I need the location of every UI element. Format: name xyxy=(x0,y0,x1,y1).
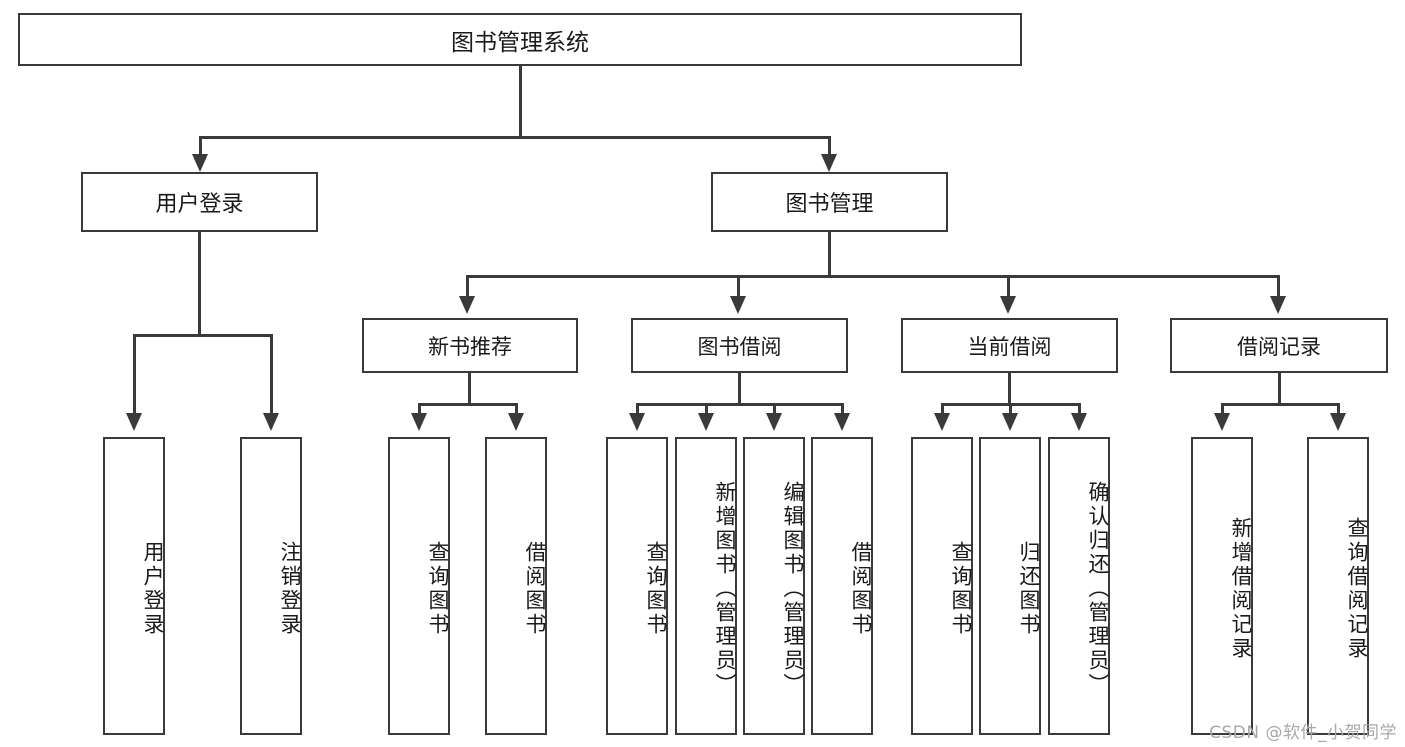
node-label: 注销登录 xyxy=(278,541,302,637)
arrow-to-leaf-bb-borrow-book xyxy=(834,413,850,431)
arrow-root-to-book-management xyxy=(821,154,837,172)
node-label: 查询图书 xyxy=(426,541,450,637)
edge-root-stem xyxy=(519,66,522,138)
node-label: 确认归还（管理员） xyxy=(1086,481,1110,697)
edge-cb-stem xyxy=(1008,373,1011,405)
node-label: 新书推荐 xyxy=(428,334,512,359)
arrow-to-new-book-recommend xyxy=(459,296,475,314)
edge-br-drop-1 xyxy=(1337,403,1340,417)
edge-user-login-drop-0 xyxy=(133,334,136,417)
edge-cb-drop-0 xyxy=(941,403,944,417)
edge-bm-drop-0 xyxy=(466,275,469,300)
node-label: 借阅记录 xyxy=(1237,334,1321,359)
arrow-to-leaf-user-login xyxy=(126,413,142,431)
leaf-nbr-borrow-book[interactable]: 借阅图书 xyxy=(485,437,547,735)
edge-bm-drop-1 xyxy=(737,275,740,300)
edge-nbr-bus xyxy=(418,403,518,406)
edge-cb-drop-2 xyxy=(1078,403,1081,417)
leaf-br-add-record[interactable]: 新增借阅记录 xyxy=(1191,437,1253,735)
node-borrow-record[interactable]: 借阅记录 xyxy=(1170,318,1388,373)
leaf-bb-query-book[interactable]: 查询图书 xyxy=(606,437,668,735)
edge-nbr-stem xyxy=(468,373,471,405)
edge-bb-drop-0 xyxy=(636,403,639,417)
edge-user-login-bus xyxy=(133,334,272,337)
node-label: 当前借阅 xyxy=(967,334,1052,359)
leaf-cb-confirm-return[interactable]: 确认归还（管理员） xyxy=(1048,437,1110,735)
leaf-cb-return-book[interactable]: 归还图书 xyxy=(979,437,1041,735)
edge-bb-drop-2 xyxy=(773,403,776,417)
node-label: 查询图书 xyxy=(644,541,668,637)
node-label: 新增图书（管理员） xyxy=(713,481,737,697)
arrow-to-leaf-cb-confirm-return xyxy=(1071,413,1087,431)
leaf-br-query-record[interactable]: 查询借阅记录 xyxy=(1307,437,1369,735)
node-label: 图书管理 xyxy=(785,192,874,217)
leaf-bb-edit-book[interactable]: 编辑图书（管理员） xyxy=(743,437,805,735)
node-label: 图书借阅 xyxy=(697,334,782,359)
edge-book-management-stem xyxy=(828,232,831,277)
arrow-to-leaf-bb-add-book xyxy=(698,413,714,431)
arrow-to-leaf-cb-query-book xyxy=(934,413,950,431)
node-new-book-recommend[interactable]: 新书推荐 xyxy=(362,318,578,373)
arrow-to-leaf-cb-return-book xyxy=(1002,413,1018,431)
edge-bm-drop-3 xyxy=(1277,275,1280,300)
node-label: 查询借阅记录 xyxy=(1345,517,1369,661)
node-label: 用户登录 xyxy=(141,541,165,637)
arrow-to-leaf-nbr-query-book xyxy=(411,413,427,431)
arrow-to-leaf-br-query-record xyxy=(1330,413,1346,431)
edge-bb-drop-3 xyxy=(841,403,844,417)
node-current-borrow[interactable]: 当前借阅 xyxy=(901,318,1118,373)
node-book-management[interactable]: 图书管理 xyxy=(711,172,948,232)
leaf-user-login[interactable]: 用户登录 xyxy=(103,437,165,735)
node-label: 用户登录 xyxy=(155,192,244,217)
leaf-logout[interactable]: 注销登录 xyxy=(240,437,302,735)
edge-br-bus xyxy=(1221,403,1340,406)
edge-bb-stem xyxy=(738,373,741,405)
node-label: 查询图书 xyxy=(949,541,973,637)
leaf-bb-add-book[interactable]: 新增图书（管理员） xyxy=(675,437,737,735)
edge-root-bus xyxy=(199,136,831,139)
edge-nbr-drop-0 xyxy=(418,403,421,417)
edge-root-to-lvl1-0 xyxy=(199,136,202,158)
node-label: 借阅图书 xyxy=(523,541,547,637)
edge-br-drop-0 xyxy=(1221,403,1224,417)
edge-cb-drop-1 xyxy=(1009,403,1012,417)
arrow-to-borrow-record xyxy=(1270,296,1286,314)
arrow-to-leaf-bb-query-book xyxy=(629,413,645,431)
csdn-watermark: CSDN @软件_小贺同学 xyxy=(1209,723,1397,743)
edge-user-login-drop-1 xyxy=(270,334,273,417)
node-label: 借阅图书 xyxy=(849,541,873,637)
edge-bm-drop-2 xyxy=(1007,275,1010,300)
node-book-borrow[interactable]: 图书借阅 xyxy=(631,318,848,373)
edge-root-to-lvl1-1 xyxy=(828,136,831,158)
arrow-to-book-borrow xyxy=(730,296,746,314)
edge-nbr-drop-1 xyxy=(515,403,518,417)
edge-bb-drop-1 xyxy=(705,403,708,417)
arrow-to-leaf-logout xyxy=(263,413,279,431)
node-label: 归还图书 xyxy=(1017,541,1041,637)
leaf-cb-query-book[interactable]: 查询图书 xyxy=(911,437,973,735)
arrow-root-to-user-login xyxy=(192,154,208,172)
arrow-to-leaf-br-add-record xyxy=(1214,413,1230,431)
edge-bb-bus xyxy=(636,403,844,406)
edge-br-stem xyxy=(1278,373,1281,405)
arrow-to-leaf-bb-edit-book xyxy=(766,413,782,431)
node-label: 编辑图书（管理员） xyxy=(781,481,805,697)
node-label: 图书管理系统 xyxy=(451,29,589,56)
arrow-to-leaf-nbr-borrow-book xyxy=(508,413,524,431)
node-user-login[interactable]: 用户登录 xyxy=(81,172,318,232)
edge-book-management-bus xyxy=(466,275,1280,278)
node-root-book-management-system[interactable]: 图书管理系统 xyxy=(18,13,1022,66)
arrow-to-current-borrow xyxy=(1000,296,1016,314)
edge-user-login-stem xyxy=(198,232,201,336)
node-label: 新增借阅记录 xyxy=(1229,517,1253,661)
leaf-bb-borrow-book[interactable]: 借阅图书 xyxy=(811,437,873,735)
leaf-nbr-query-book[interactable]: 查询图书 xyxy=(388,437,450,735)
